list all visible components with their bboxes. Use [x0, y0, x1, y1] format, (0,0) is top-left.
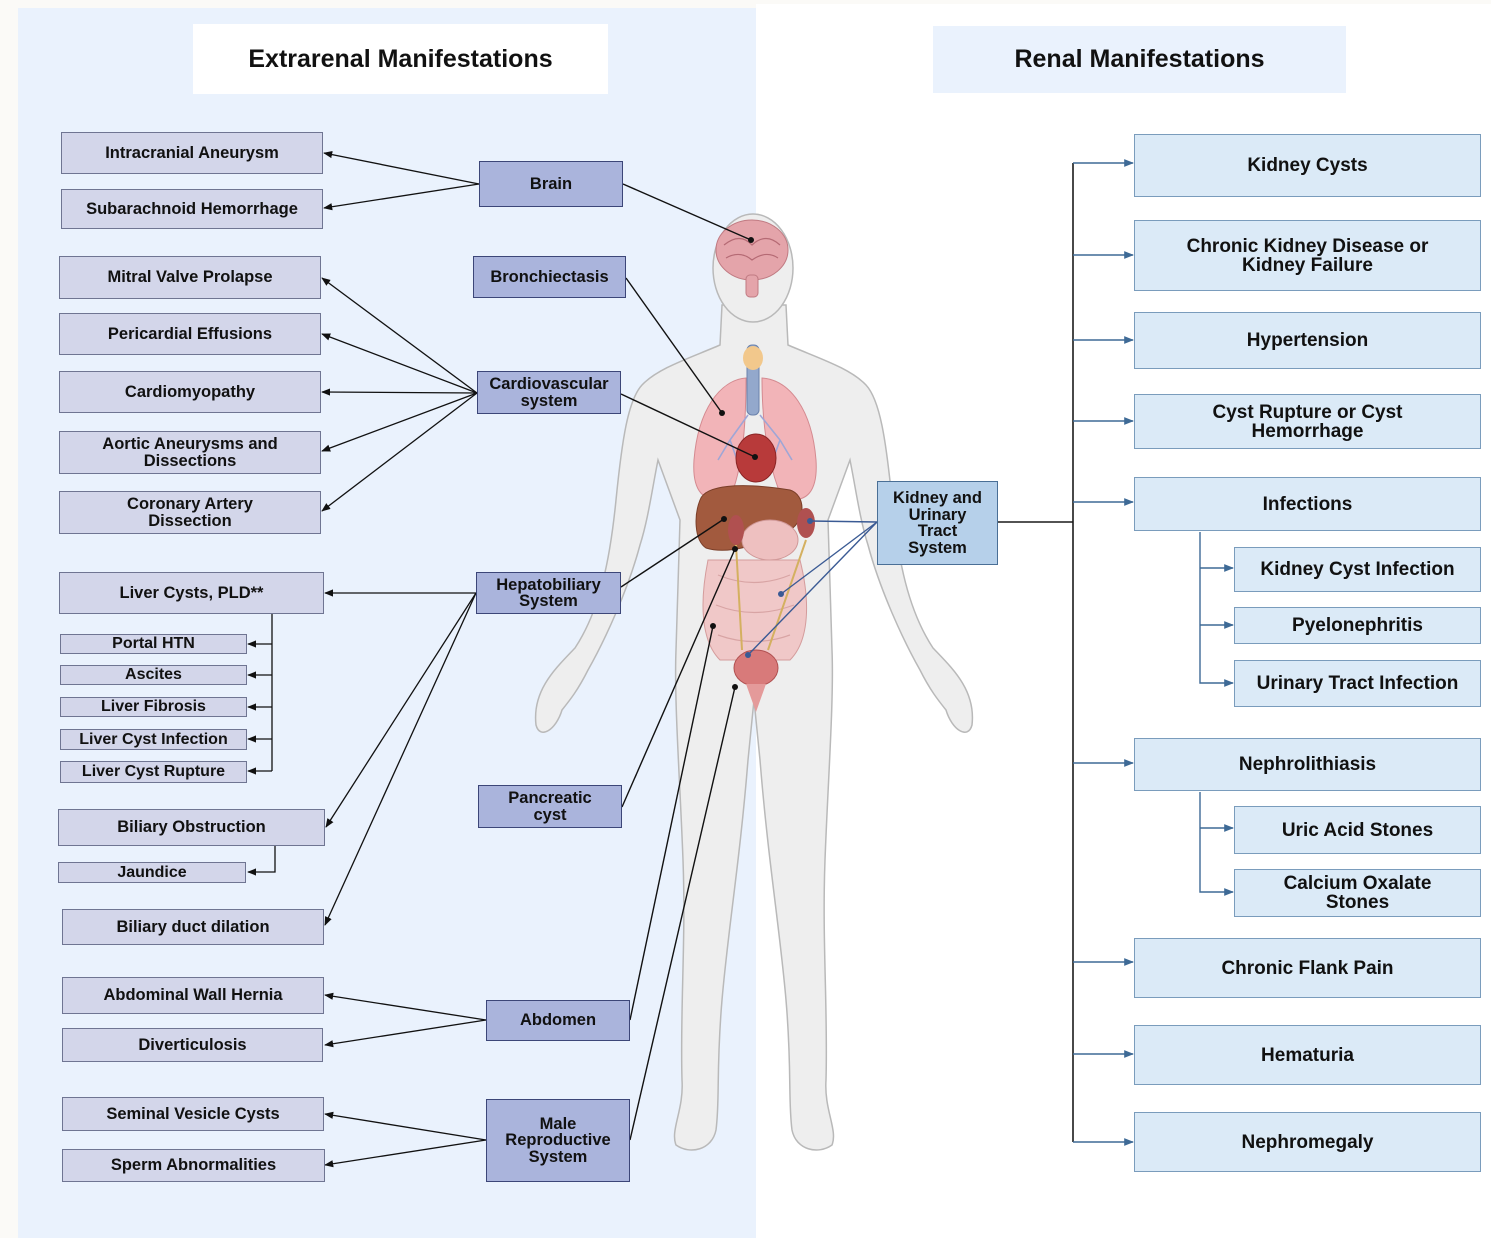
- intracranial-aneurysm-box: Intracranial Aneurysm: [61, 132, 323, 174]
- cardiovascular-category: Cardiovascular system: [477, 371, 621, 414]
- jaundice-box: Jaundice: [58, 862, 246, 883]
- ckd-box: Chronic Kidney Disease or Kidney Failure: [1134, 220, 1481, 291]
- diverticulosis-box: Diverticulosis: [62, 1028, 323, 1062]
- bronchiectasis-category: Bronchiectasis: [473, 256, 626, 298]
- bladder-organ: [734, 650, 778, 686]
- hypertension-box: Hypertension: [1134, 312, 1481, 369]
- kidney-urinary-system-box: Kidney and Urinary Tract System: [877, 481, 998, 565]
- cardiomyopathy-box: Cardiomyopathy: [59, 371, 321, 413]
- ascites-box: Ascites: [60, 665, 247, 685]
- liver-cyst-infection-box: Liver Cyst Infection: [60, 729, 247, 750]
- cyst-rupture-box: Cyst Rupture or Cyst Hemorrhage: [1134, 394, 1481, 449]
- coronary-artery-dissection-box: Coronary Artery Dissection: [59, 491, 321, 534]
- pericardial-effusions-box: Pericardial Effusions: [59, 313, 321, 355]
- hepatobiliary-category: Hepatobiliary System: [476, 572, 621, 614]
- abdomen-category: Abdomen: [486, 1000, 630, 1041]
- hematuria-box: Hematuria: [1134, 1025, 1481, 1085]
- mitral-valve-prolapse-box: Mitral Valve Prolapse: [59, 256, 321, 299]
- nephromegaly-box: Nephromegaly: [1134, 1112, 1481, 1172]
- liver-cyst-rupture-box: Liver Cyst Rupture: [60, 761, 247, 783]
- biliary-duct-dilation-box: Biliary duct dilation: [62, 909, 324, 945]
- uric-acid-stones-box: Uric Acid Stones: [1234, 806, 1481, 854]
- portal-htn-box: Portal HTN: [60, 634, 247, 654]
- chronic-flank-pain-box: Chronic Flank Pain: [1134, 938, 1481, 998]
- liver-cysts-box: Liver Cysts, PLD**: [59, 572, 324, 614]
- pyelonephritis-box: Pyelonephritis: [1234, 607, 1481, 644]
- seminal-vesicle-cysts-box: Seminal Vesicle Cysts: [62, 1097, 324, 1131]
- urinary-tract-infection-box: Urinary Tract Infection: [1234, 660, 1481, 707]
- calcium-oxalate-stones-box: Calcium Oxalate Stones: [1234, 869, 1481, 917]
- infections-box: Infections: [1134, 477, 1481, 531]
- brain-category: Brain: [479, 161, 623, 207]
- liver-fibrosis-box: Liver Fibrosis: [60, 697, 247, 717]
- aortic-aneurysms-box: Aortic Aneurysms and Dissections: [59, 431, 321, 474]
- nephrolithiasis-box: Nephrolithiasis: [1134, 738, 1481, 791]
- kidney-cysts-box: Kidney Cysts: [1134, 134, 1481, 197]
- subarachnoid-hemorrhage-box: Subarachnoid Hemorrhage: [61, 189, 323, 229]
- abdominal-wall-hernia-box: Abdominal Wall Hernia: [62, 977, 324, 1014]
- pancreatic-cyst-category: Pancreatic cyst: [478, 785, 622, 828]
- biliary-obstruction-box: Biliary Obstruction: [58, 809, 325, 846]
- male-reproductive-category: Male Reproductive System: [486, 1099, 630, 1182]
- kidney-cyst-infection-box: Kidney Cyst Infection: [1234, 547, 1481, 592]
- kidney-organ: [797, 508, 815, 538]
- sperm-abnormalities-box: Sperm Abnormalities: [62, 1149, 325, 1182]
